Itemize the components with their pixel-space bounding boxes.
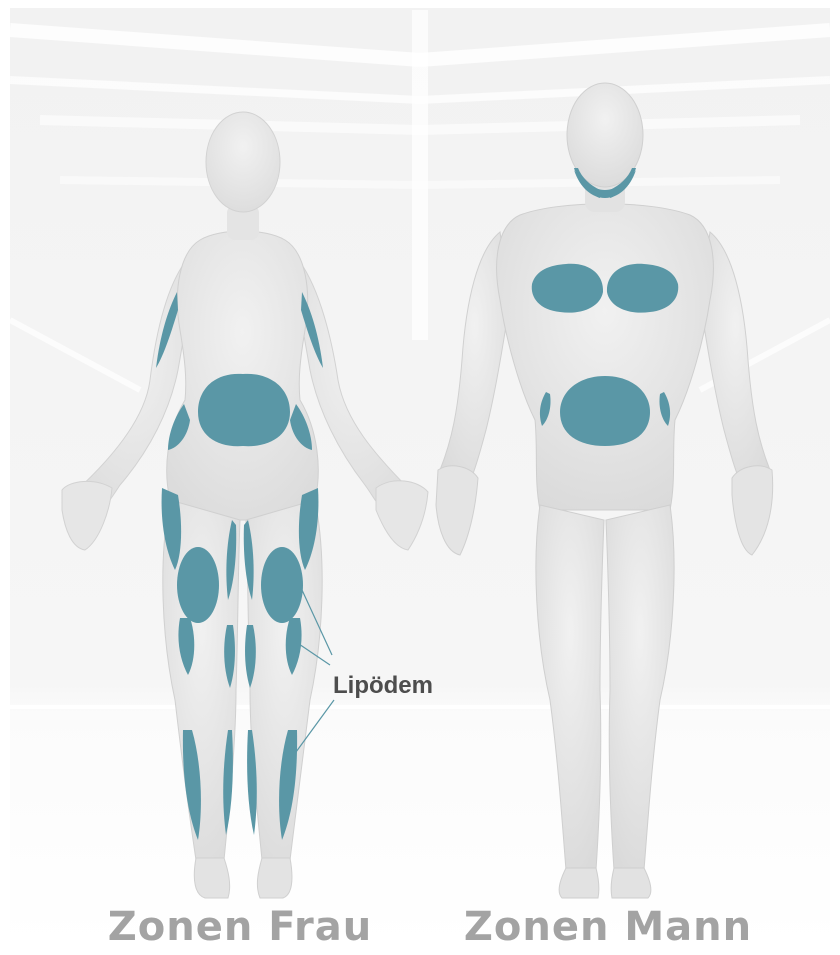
- zone-front-thigh-left: [177, 547, 219, 623]
- zone-abdomen: [198, 374, 290, 446]
- zone-chest-right: [607, 264, 678, 313]
- zone-chest-left: [532, 264, 603, 313]
- room-background: [10, 8, 830, 948]
- zone-abdomen: [560, 376, 650, 446]
- caption-male-zones: Zonen Mann: [464, 904, 752, 950]
- zone-front-thigh-right: [261, 547, 303, 623]
- caption-female-zones: Zonen Frau: [108, 904, 372, 950]
- lipoedema-label: Lipödem: [333, 672, 433, 699]
